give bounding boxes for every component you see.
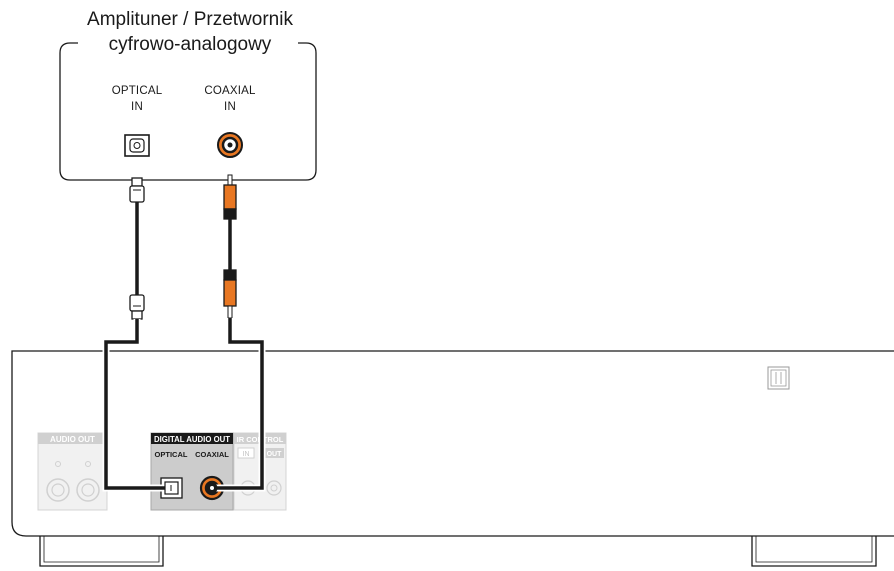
optical-in-label-line2: IN <box>131 101 143 113</box>
coaxial-plug-at-player <box>206 482 218 494</box>
ir-in-label: IN <box>243 451 250 458</box>
optical-plug-at-player <box>164 481 179 495</box>
coaxial-cable <box>223 174 237 319</box>
digital-audio-out-label: DIGITAL AUDIO OUT <box>154 435 230 444</box>
optical-connection-line <box>102 319 171 492</box>
coaxial-in-label-line1: COAXIAL <box>204 85 256 97</box>
audio-out-panel: AUDIO OUT <box>37 432 108 511</box>
audio-out-label: AUDIO OUT <box>50 435 95 444</box>
coaxial-out-label: COAXIAL <box>195 450 229 459</box>
optical-in-label-line1: OPTICAL <box>111 85 163 97</box>
receiver-title-line2: cyfrowo-analogowy <box>90 33 290 56</box>
coaxial-input-jack <box>217 132 243 158</box>
optical-cable <box>129 177 145 320</box>
player-chassis <box>11 350 894 567</box>
coaxial-in-label-line2: IN <box>224 101 236 113</box>
coaxial-connection-line <box>212 318 266 492</box>
receiver-title-line1: Amplituner / Przetwornik <box>87 9 293 30</box>
ir-out-label: OUT <box>267 451 283 458</box>
brand-logo-icon <box>767 366 790 390</box>
optical-out-label: OPTICAL <box>155 450 188 459</box>
optical-input-jack <box>124 134 150 157</box>
receiver-box <box>59 42 317 181</box>
